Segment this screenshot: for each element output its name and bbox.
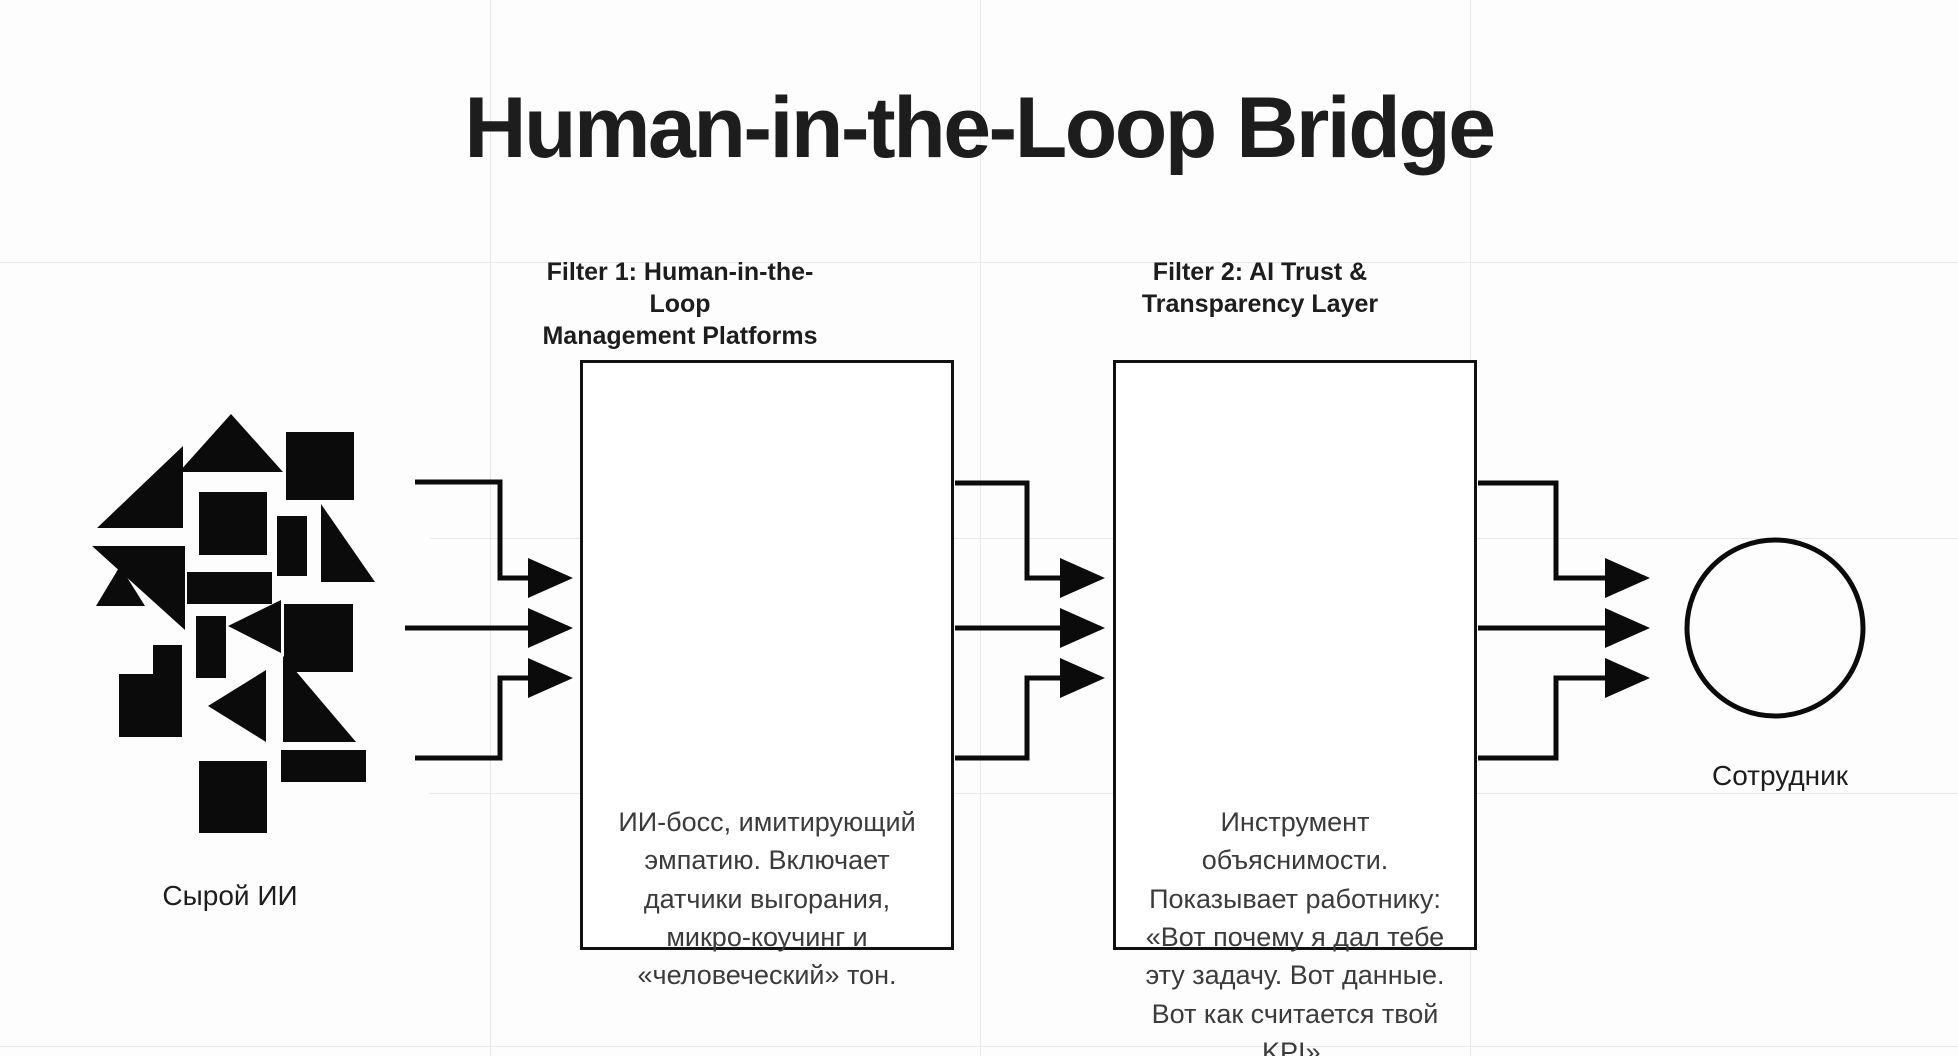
arrow-elbow-up-1	[415, 658, 573, 761]
arrows-filter-2-to-output	[1478, 480, 1650, 761]
tri-2	[179, 414, 283, 472]
tri-1	[97, 446, 183, 528]
sq-1	[286, 432, 354, 500]
shape-rect-vert-center	[195, 615, 225, 677]
tri-6	[228, 600, 281, 653]
filter-1-box: ИИ-босс, имитирующий эмпатию. Включает д…	[580, 360, 954, 990]
shape-tri-lower-right	[282, 655, 355, 740]
cluster-tri-c	[95, 415, 182, 528]
tri-7	[208, 670, 266, 742]
shape-tri-topleft	[96, 447, 181, 528]
cluster-triangle-1c	[96, 447, 178, 528]
cluster-clear	[0, 400, 430, 840]
shape-tri-top-center-fill	[181, 416, 285, 528]
rect-1	[277, 516, 307, 576]
cluster-triangle-1	[97, 446, 180, 528]
cluster-triangle	[195, 448, 290, 530]
page-title: Human-in-the-Loop Bridge	[464, 80, 1496, 176]
shape-rect-horiz-center	[187, 572, 271, 604]
filter-1-paragraph-1: ИИ-босс, имитирующий эмпатию. Включает д…	[618, 807, 916, 991]
cluster-tri-b	[180, 415, 284, 528]
shape-rect-vert-small	[277, 515, 307, 575]
shape-tri-pointleft-2	[208, 670, 265, 740]
arrows-input-to-filter-1	[405, 479, 573, 761]
cluster-triangle-1d	[95, 445, 180, 528]
arrow-elbow-down-3	[1478, 480, 1650, 598]
shape-tri-apex-up	[179, 414, 283, 470]
shape-tri-right-1	[97, 447, 182, 528]
cluster-tri-a	[95, 445, 180, 528]
tri-3	[321, 504, 375, 582]
grid-line-horizontal	[0, 793, 1958, 794]
cluster-tri-d	[96, 446, 180, 527]
arrow-elbow-down-1	[415, 479, 573, 598]
shape-square-bottom	[198, 760, 266, 832]
output-node-label: Сотрудник	[1711, 760, 1849, 791]
sq-2	[199, 492, 267, 555]
shape-rect-bottom-horiz	[280, 750, 365, 782]
tri-8	[283, 656, 356, 742]
filter-1-heading: Filter 1: Human-in-the-Loop Management P…	[520, 256, 840, 352]
tri-5	[96, 566, 145, 606]
filter-1-heading-line-2: Management Platforms	[542, 322, 818, 350]
sq-3	[284, 604, 353, 672]
grid-line-horizontal	[0, 1046, 1958, 1047]
cluster-shape	[182, 448, 290, 530]
shape-square-topright	[285, 430, 353, 498]
shape-square-center	[199, 492, 267, 554]
filter-2-heading: Filter 2: AI Trust & Transparency Layer	[1100, 256, 1420, 320]
filter-2-heading-line-1: Filter 2: AI Trust &	[1152, 258, 1368, 286]
raw-ai-cluster-final	[0, 400, 430, 840]
arrow-elbow-down-2	[955, 480, 1105, 598]
cluster-triangle-1b	[97, 446, 180, 528]
sq-4	[199, 761, 267, 833]
grid-line-horizontal	[0, 262, 1958, 263]
input-node-label: Сырой ИИ	[162, 880, 298, 911]
rect-2	[187, 572, 272, 604]
filter-2-paragraph-1: Инструмент объяснимости. Показывает рабо…	[1145, 807, 1445, 1056]
employee-circle	[1684, 537, 1866, 719]
filter-1-heading-line-1: Filter 1: Human-in-the-Loop	[546, 258, 814, 318]
l-block	[119, 645, 182, 737]
shape-square-right-lower	[283, 603, 352, 671]
shape-L-block	[118, 645, 180, 735]
shape-tri-pointleft-1	[228, 600, 280, 652]
raw-ai-shape-cluster	[92, 414, 374, 832]
arrows-filter-1-to-filter-2	[955, 480, 1105, 761]
arrow-elbow-up-3	[1478, 658, 1650, 761]
rect-3	[196, 616, 226, 678]
rect-4	[281, 750, 366, 782]
filter-2-heading-line-2: Transparency Layer	[1141, 290, 1379, 318]
filter-2-box: Инструмент объяснимости. Показывает рабо…	[1113, 360, 1477, 1056]
shape-tri-smallleft	[96, 565, 144, 605]
arrow-elbow-up-2	[955, 658, 1105, 761]
grid-line-horizontal	[0, 538, 1958, 539]
shape-tri-right-2	[322, 505, 374, 580]
shape-tri-midleft	[92, 546, 185, 630]
cluster-tri-e	[97, 446, 181, 527]
tri-4	[92, 546, 185, 630]
